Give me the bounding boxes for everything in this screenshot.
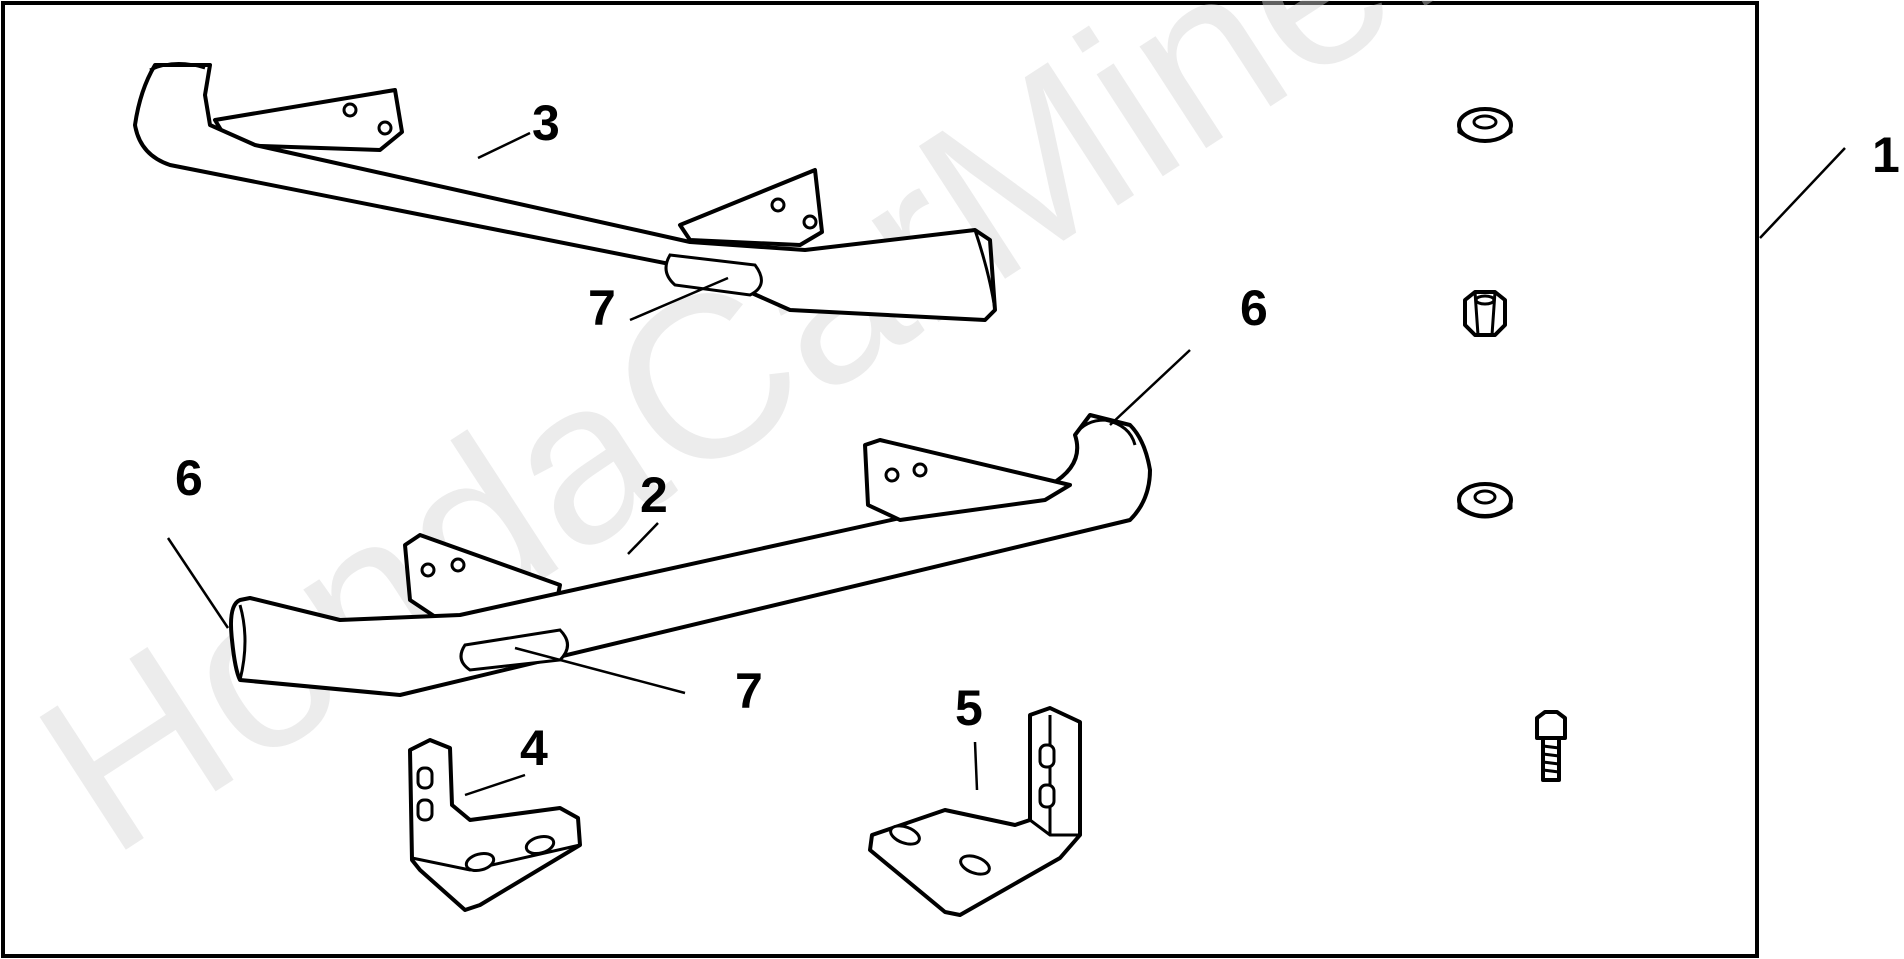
flat-washer-icon: [1457, 107, 1513, 143]
callout-7-upper: 7: [588, 280, 616, 336]
callout-7-lower: 7: [735, 663, 763, 719]
diagram-frame: [1, 1, 1759, 958]
spring-washer-icon: [1457, 482, 1513, 519]
callout-5: 5: [955, 680, 983, 736]
callout-6-right: 6: [1240, 280, 1268, 336]
callout-2: 2: [640, 467, 668, 523]
leader-lines: [166, 131, 1846, 797]
callout-4: 4: [520, 720, 548, 776]
bolt-icon: [1535, 710, 1567, 782]
callout-3: 3: [532, 95, 560, 151]
part-4-bracket: [408, 738, 582, 912]
part-5-bracket: [868, 706, 1082, 917]
nut-icon: [1463, 290, 1507, 337]
callout-1: 1: [1872, 127, 1900, 183]
part-3-bar: [133, 62, 997, 322]
part-2-bar: [229, 413, 1152, 697]
callout-6-left: 6: [175, 450, 203, 506]
